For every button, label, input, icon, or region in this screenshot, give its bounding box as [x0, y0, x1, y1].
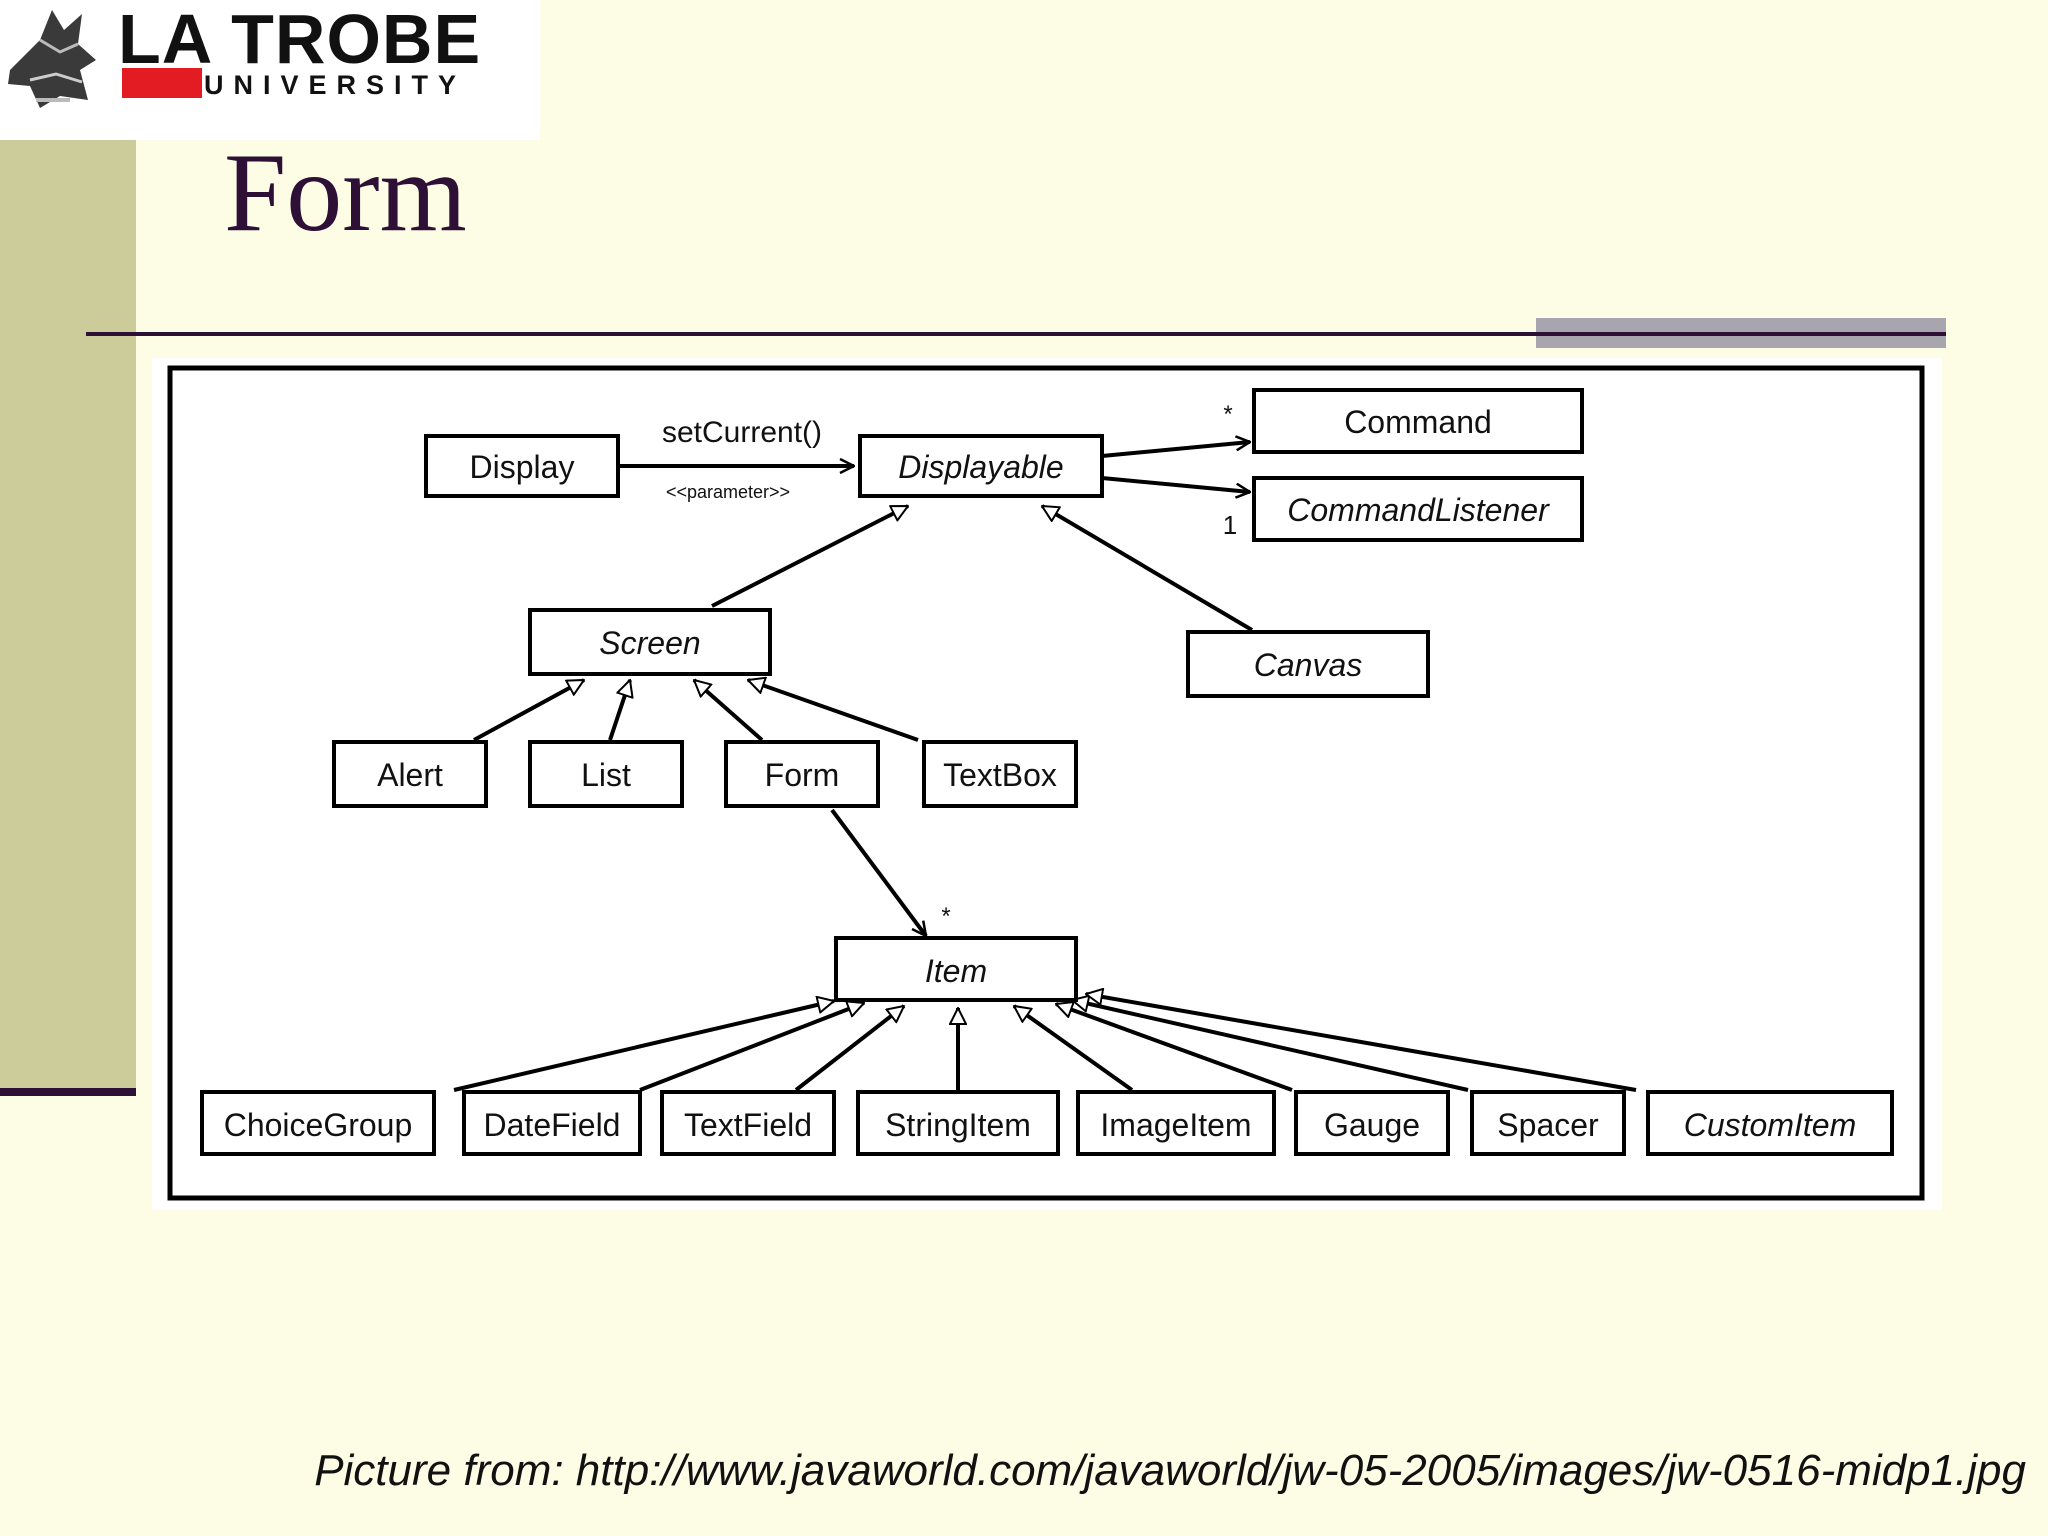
- imageitem-generalization: [1014, 1004, 1134, 1092]
- customitem-generalization: [1086, 994, 1637, 1092]
- slide-title: Form: [224, 131, 467, 255]
- logo-red-bar: [122, 68, 202, 98]
- university-logo: LA TROBE UNIVERSITY: [0, 0, 540, 140]
- listener-association: [1101, 476, 1250, 492]
- class-command: Command: [1252, 388, 1584, 454]
- alert-generalization: [473, 678, 584, 742]
- title-rule-accent-line: [1536, 332, 1946, 336]
- class-diagram: setCurrent() <<parameter>> * 1 * Display…: [152, 358, 1942, 1210]
- spacer-generalization: [1072, 1000, 1469, 1092]
- svg-text:Displayable: Displayable: [898, 449, 1063, 485]
- connectors: [453, 442, 1637, 1092]
- textbox-generalization: [748, 680, 919, 742]
- svg-text:ImageItem: ImageItem: [1100, 1107, 1251, 1143]
- class-textfield: TextField: [660, 1090, 836, 1156]
- choicegroup-generalization: [453, 1001, 834, 1092]
- parameter-stereotype: <<parameter>>: [666, 482, 790, 502]
- form-generalization: [694, 678, 764, 742]
- svg-text:Spacer: Spacer: [1497, 1107, 1599, 1143]
- item-multiplicity: *: [941, 903, 950, 930]
- svg-text:List: List: [581, 757, 631, 793]
- datefield-generalization: [639, 1003, 864, 1092]
- command-multiplicity: *: [1223, 401, 1232, 428]
- svg-text:Item: Item: [925, 953, 987, 989]
- svg-text:TextBox: TextBox: [943, 757, 1057, 793]
- class-item: Item: [834, 936, 1078, 1002]
- canvas-generalization: [1042, 504, 1254, 632]
- svg-text:Screen: Screen: [599, 625, 700, 661]
- svg-text:DateField: DateField: [484, 1107, 621, 1143]
- class-diagram-canvas: setCurrent() <<parameter>> * 1 * Display…: [167, 365, 1925, 1201]
- svg-text:StringItem: StringItem: [885, 1107, 1031, 1143]
- griffin-emblem-icon: [8, 10, 96, 108]
- svg-text:Gauge: Gauge: [1324, 1107, 1420, 1143]
- svg-text:Canvas: Canvas: [1254, 647, 1363, 683]
- class-textbox: TextBox: [922, 740, 1078, 808]
- svg-text:ChoiceGroup: ChoiceGroup: [224, 1107, 413, 1143]
- class-spacer: Spacer: [1470, 1090, 1626, 1156]
- class-list: List: [528, 740, 684, 808]
- setcurrent-label: setCurrent(): [662, 416, 822, 449]
- svg-text:CommandListener: CommandListener: [1287, 492, 1550, 528]
- textfield-generalization: [794, 1004, 904, 1092]
- class-customitem: CustomItem: [1646, 1090, 1894, 1156]
- class-imageitem: ImageItem: [1076, 1090, 1276, 1156]
- list-generalization: [608, 680, 630, 741]
- svg-text:Alert: Alert: [377, 757, 443, 793]
- screen-generalization: [711, 504, 908, 608]
- listener-multiplicity: 1: [1223, 510, 1237, 540]
- picture-source-caption: Picture from: http://www.javaworld.com/j…: [314, 1446, 2026, 1495]
- class-boxes: Display Displayable Command CommandListe…: [200, 388, 1894, 1156]
- command-association: [1101, 442, 1250, 458]
- svg-text:Display: Display: [470, 449, 575, 485]
- class-display: Display: [424, 434, 620, 498]
- class-canvas: Canvas: [1186, 630, 1430, 698]
- class-stringitem: StringItem: [856, 1090, 1060, 1156]
- logo-title: LA TROBE: [118, 0, 482, 78]
- class-gauge: Gauge: [1294, 1090, 1450, 1156]
- diagram-border: [167, 365, 1925, 1201]
- class-datefield: DateField: [462, 1090, 642, 1156]
- class-alert: Alert: [332, 740, 488, 808]
- side-band: [0, 140, 136, 1088]
- class-commandlistener: CommandListener: [1252, 476, 1584, 542]
- form-item-aggregation: [830, 808, 926, 936]
- gauge-generalization: [1056, 1004, 1293, 1092]
- svg-text:TextField: TextField: [684, 1107, 812, 1143]
- logo-subtitle: UNIVERSITY: [204, 70, 467, 100]
- class-form: Form: [724, 740, 880, 808]
- class-displayable: Displayable: [858, 434, 1104, 498]
- class-choicegroup: ChoiceGroup: [200, 1090, 436, 1156]
- svg-text:Form: Form: [765, 757, 840, 793]
- svg-text:CustomItem: CustomItem: [1684, 1107, 1856, 1143]
- title-rule: [86, 332, 1944, 336]
- side-band-divider: [0, 1088, 136, 1096]
- svg-text:Command: Command: [1344, 404, 1492, 440]
- class-screen: Screen: [528, 608, 772, 676]
